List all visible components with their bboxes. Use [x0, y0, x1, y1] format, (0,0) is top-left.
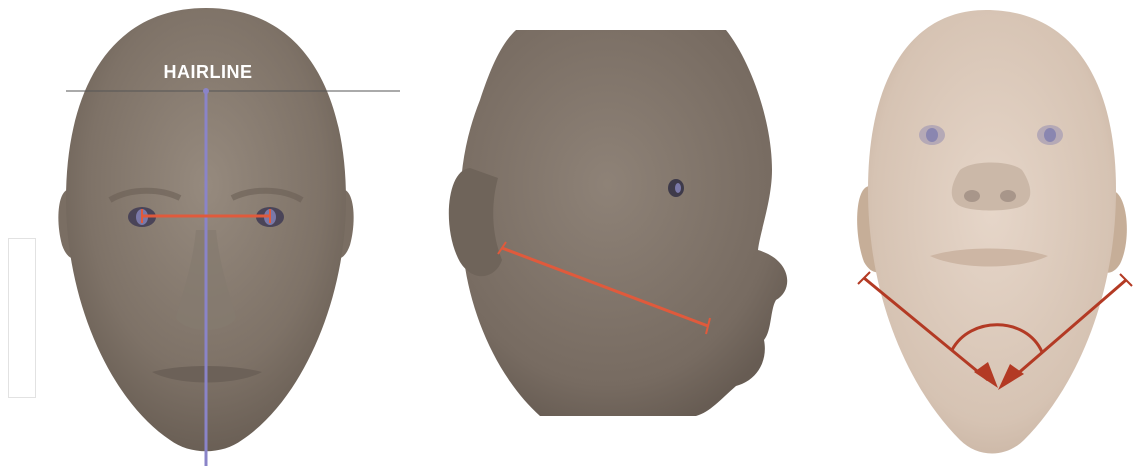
side-face-panel	[420, 0, 800, 468]
side-iris	[675, 183, 681, 193]
tilt-right-nostril	[1000, 190, 1016, 202]
tilt-nose	[952, 163, 1031, 211]
front-face-panel: HAIRLINE	[0, 0, 420, 468]
hairline-label: HAIRLINE	[164, 62, 253, 82]
tilt-right-iris	[1044, 128, 1056, 142]
midline-top-point	[203, 88, 209, 94]
tilt-left-nostril	[964, 190, 980, 202]
tilted-face-panel	[820, 0, 1134, 468]
tilt-left-iris	[926, 128, 938, 142]
side-head-shape	[460, 30, 787, 416]
tilt-head-shape	[868, 10, 1116, 454]
